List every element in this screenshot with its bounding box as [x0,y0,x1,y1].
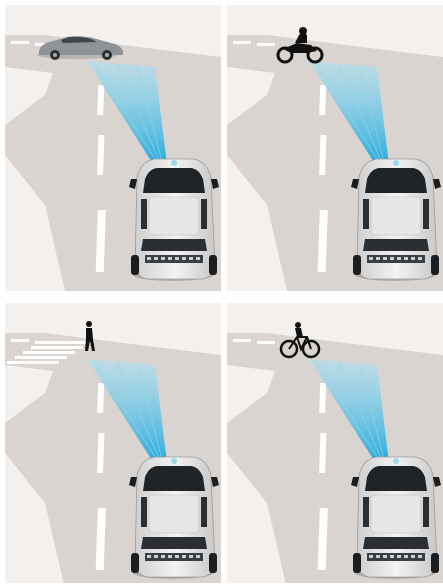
panel-bicycle [227,303,443,583]
motorcycle-scene [227,5,443,291]
panel-pedestrian [5,303,221,583]
panel-car [5,5,221,291]
car-scene [5,5,221,291]
panel-motorcycle [227,5,443,291]
bicycle-scene [227,303,443,583]
pedestrian-scene [5,303,221,583]
